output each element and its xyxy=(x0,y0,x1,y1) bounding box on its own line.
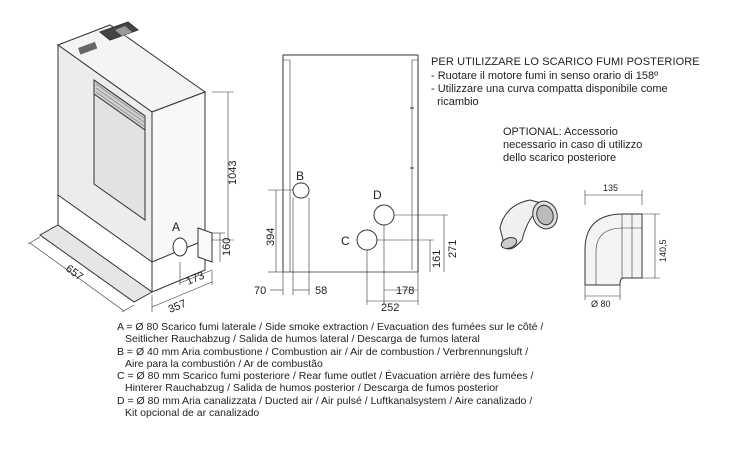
marker-c: C xyxy=(341,234,350,248)
legend-line-d-cont: Kit opcional de ar canalizado xyxy=(125,407,260,420)
stove-rear-view xyxy=(268,54,448,305)
dim-a-height: 160 xyxy=(221,238,233,256)
legend: A = Ø 80 Scarico fumi laterale / Side sm… xyxy=(117,321,747,419)
marker-b: B xyxy=(296,169,304,183)
dim-c-height: 161 xyxy=(431,250,443,268)
legend-line-a-cont: Seitlicher Rauchabzug / Salida de humos … xyxy=(125,333,480,346)
rear-exhaust-note-item: - Utilizzare una curva compatta disponib… xyxy=(431,83,668,95)
dim-elbow-diameter: Ø 80 xyxy=(591,299,611,309)
legend-line-b: B = Ø 40 mm Aria combustione / Combustio… xyxy=(117,345,529,358)
optional-line: dello scarico posteriore xyxy=(503,152,617,164)
optional-line: OPTIONAL: Accessorio xyxy=(503,126,618,138)
legend-line-a: A = Ø 80 Scarico fumi laterale / Side sm… xyxy=(117,321,544,333)
marker-d: D xyxy=(373,188,382,202)
rear-exhaust-note-item: ricambio xyxy=(431,96,479,108)
legend-line-b-cont: Aire para la combustión / Ar de combustã… xyxy=(125,357,323,370)
dim-depth: 357 xyxy=(167,298,189,316)
elbow-side-view xyxy=(584,190,660,300)
optional-line: necessario in caso di utilizzo xyxy=(503,139,643,151)
optional-accessory-note: OPTIONAL: Accessorio necessario in caso … xyxy=(503,126,642,165)
legend-line-c: C = Ø 80 mm Scarico fumi posteriore / Re… xyxy=(117,370,534,383)
dim-c-offset: 178 xyxy=(396,285,414,297)
dim-b-width: 58 xyxy=(315,285,327,297)
dim-elbow-width: 135 xyxy=(603,183,618,193)
marker-a: A xyxy=(172,220,180,234)
dim-b-left: 70 xyxy=(254,285,266,297)
dim-height: 1043 xyxy=(227,161,239,185)
dim-d-offset: 252 xyxy=(381,302,399,314)
rear-exhaust-note-item: - Ruotare il motore fumi in senso orario… xyxy=(431,70,659,82)
rear-exhaust-note-title: PER UTILIZZARE LO SCARICO FUMI POSTERIOR… xyxy=(431,56,700,68)
legend-line-d: D = Ø 80 mm Aria canalizzata / Ducted ai… xyxy=(117,394,533,407)
dim-b-height: 394 xyxy=(265,228,277,246)
dim-a-offset: 173 xyxy=(185,270,207,288)
dim-d-height: 271 xyxy=(447,240,459,258)
stove-isometric-view xyxy=(27,21,234,313)
elbow-3d-view xyxy=(499,199,558,250)
legend-line-c-cont: Hinterer Rauchabzug / Salida de humos po… xyxy=(125,382,499,395)
dim-elbow-height: 140,5 xyxy=(658,239,668,262)
